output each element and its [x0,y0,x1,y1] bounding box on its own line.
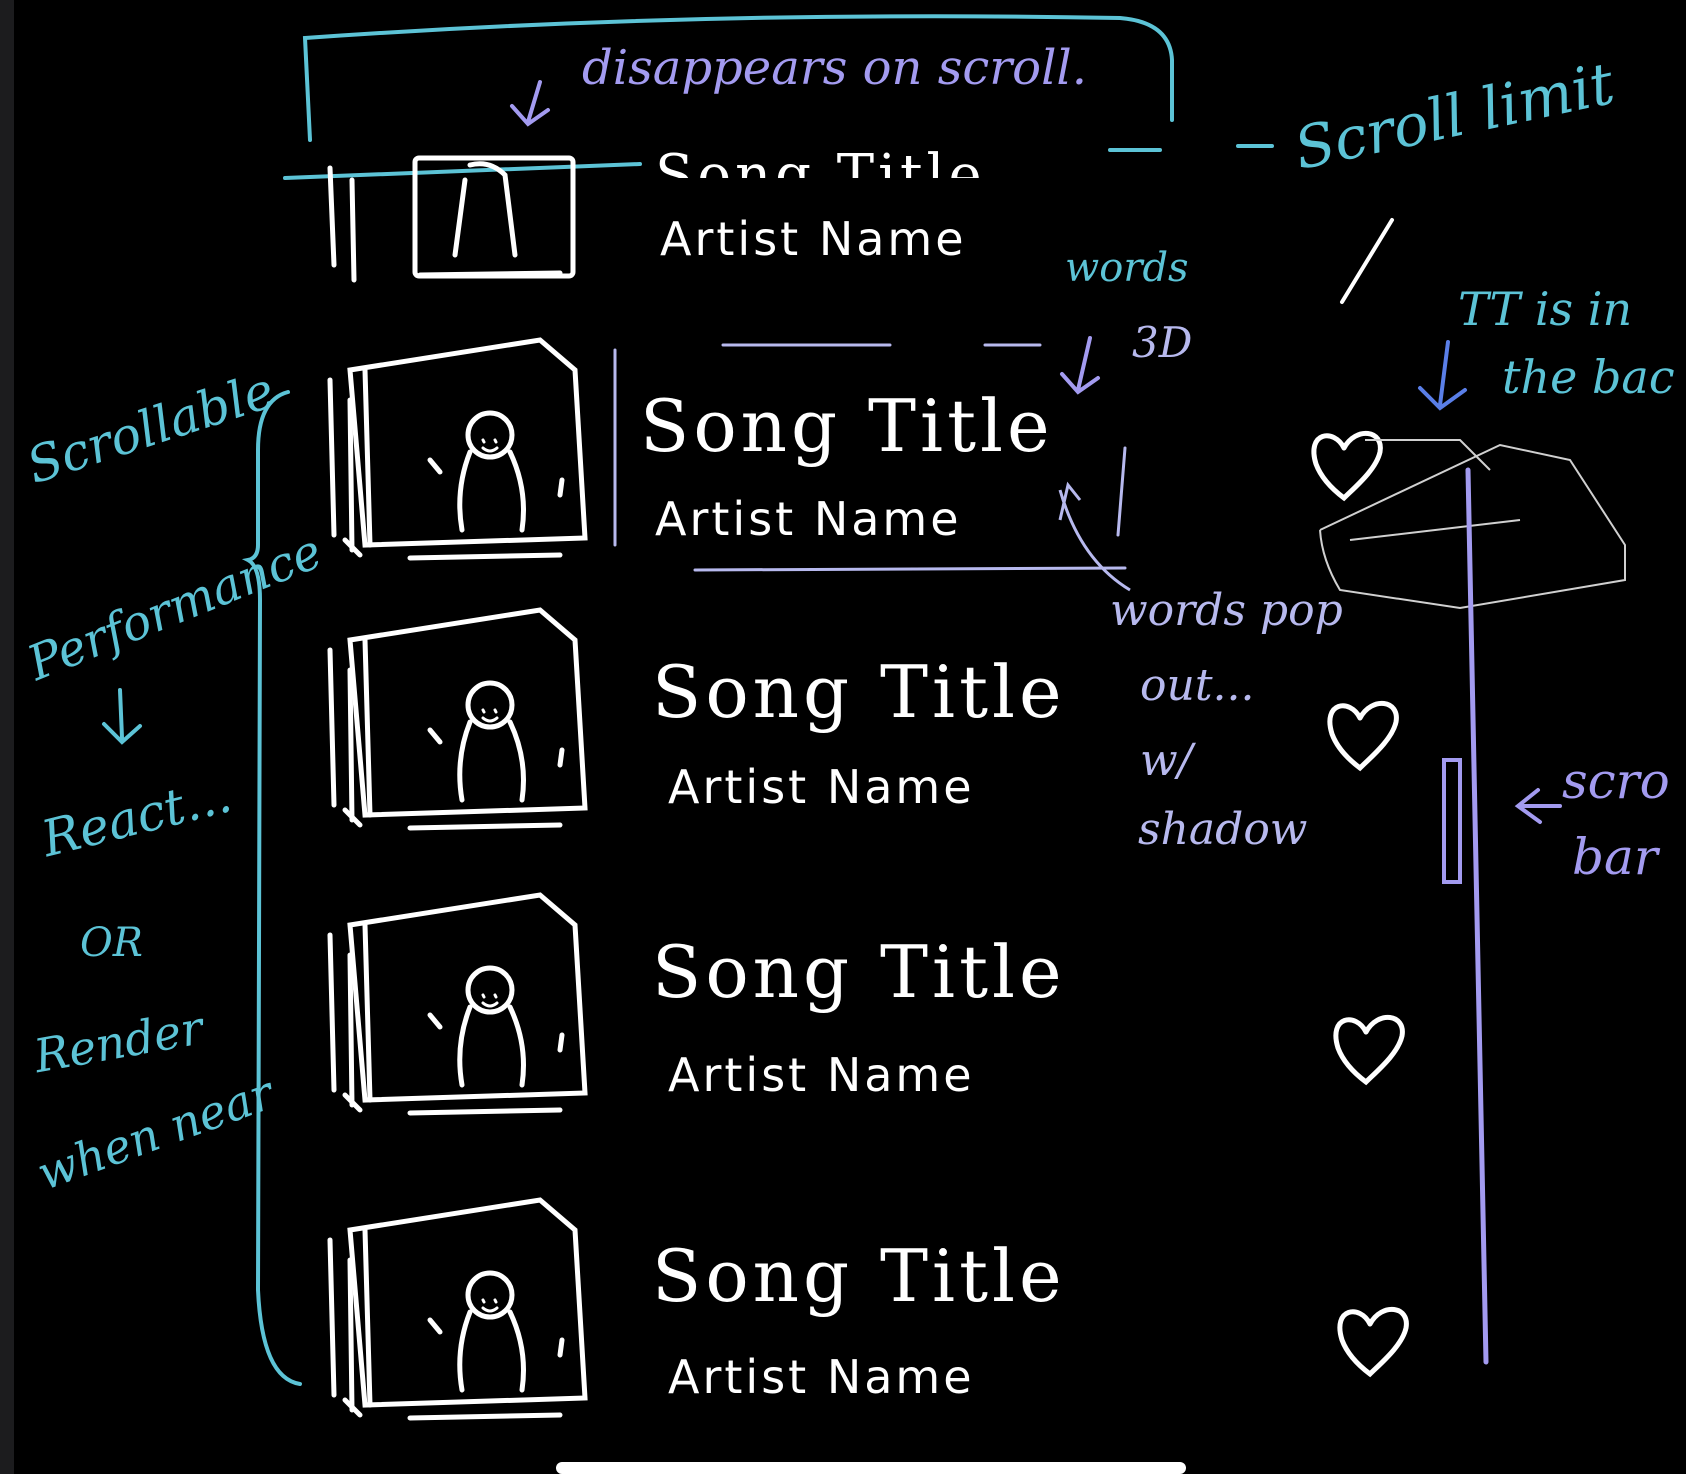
text-3d-box [613,343,1127,572]
arrow-down-icon [1060,336,1100,395]
arrow-up-icon [1058,481,1082,521]
scroll-limit-slash [1340,218,1394,304]
words-pop-note-2: out... [1140,660,1255,711]
or-note: OR [80,920,143,966]
avatar-face-icon [481,438,499,453]
artist-name: Artist Name [668,1048,975,1102]
words-pop-note-4: shadow [1138,804,1308,855]
words-pop-note-1: words pop [1110,585,1343,636]
heart-icon[interactable] [1337,1306,1409,1378]
avatar-face-icon [481,993,499,1008]
scroll-limit-line [283,144,1274,180]
left-edge-strip [0,0,14,1474]
tt-note-1: TT is in [1458,282,1633,336]
artist-name: Artist Name [660,212,967,266]
scrollable-brace [241,390,302,1386]
3d-sketch-icon [1319,439,1626,610]
arrow-down-icon [102,688,142,745]
avatar-face-icon [481,708,499,723]
album-thumbnail [327,892,588,1116]
song-title: Song Title [652,650,1066,734]
words-pop-note-3: w/ [1140,735,1193,786]
heart-icon[interactable] [1311,430,1383,502]
scrollbar-note-1: scro [1562,752,1670,810]
album-thumbnail [327,607,588,831]
words-3d-note-1: words [1065,245,1189,291]
album-thumbnail [327,337,588,561]
avatar-face-icon [481,1298,499,1313]
scrollbar-thumb [1442,758,1462,884]
heart-icon[interactable] [1333,1014,1405,1086]
arrow-down-icon [1418,340,1467,411]
tt-note-2: the bac [1502,350,1675,404]
album-thumbnail [327,155,576,283]
words-3d-note-2: 3D [1132,318,1193,367]
song-title: Song Title [652,1234,1066,1318]
scrollbar-track [1465,467,1489,1365]
arrow-down-icon [510,80,550,127]
artist-name: Artist Name [655,492,962,546]
disappears-on-scroll-note: disappears on scroll. [582,40,1088,96]
album-thumbnail [327,1197,588,1421]
home-indicator [556,1462,1186,1474]
arrow-left-icon [1514,788,1562,824]
scrollbar-note-2: bar [1572,828,1658,886]
top-header-bracket [302,14,1174,142]
heart-icon[interactable] [1327,700,1399,772]
song-title: Song Title [640,384,1054,468]
artist-name: Artist Name [668,760,975,814]
artist-name: Artist Name [668,1350,975,1404]
song-title: Song Title [652,930,1066,1014]
song-title-partial: Song Title [655,143,986,178]
